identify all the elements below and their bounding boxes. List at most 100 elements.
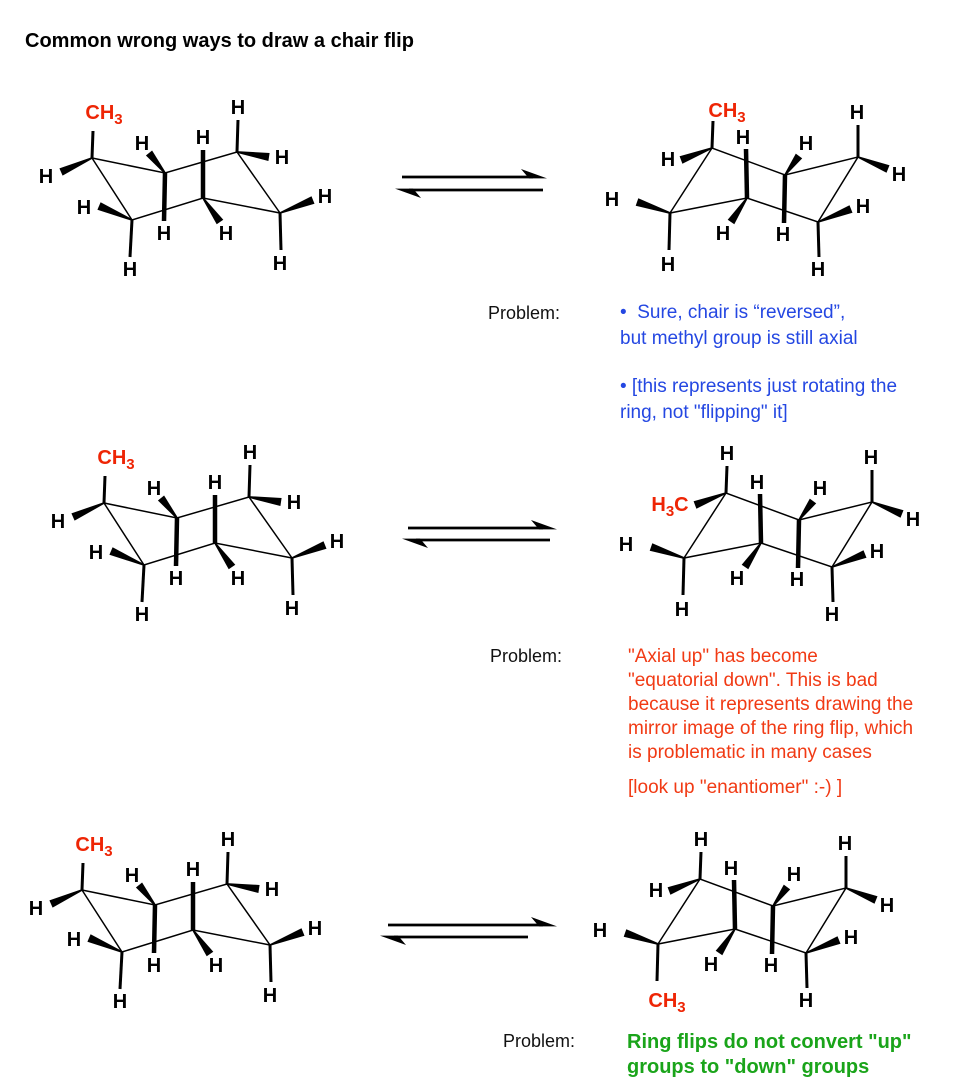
atom-label: H — [813, 478, 827, 500]
atom-label: H — [196, 127, 210, 149]
atom-label: H — [870, 541, 884, 563]
wedge-bond — [831, 550, 867, 568]
atom-label: H — [864, 447, 878, 469]
bond — [781, 174, 788, 224]
cyclohexane-ring — [102, 496, 294, 566]
problem-text-line: [look up "enantiomer" :-) ] — [628, 777, 843, 798]
wedge-bond — [715, 928, 736, 956]
wedge-bond — [784, 153, 803, 176]
atom-label: H — [730, 568, 744, 590]
bond — [90, 130, 95, 159]
atom-label: H — [724, 858, 738, 880]
cyclohexane-ring — [656, 878, 848, 954]
wedge-bond — [214, 542, 236, 570]
atom-label: H — [661, 149, 675, 171]
atom-label: H — [265, 879, 279, 901]
atom-label: H — [186, 859, 200, 881]
atom-label: H — [273, 253, 287, 275]
atom-label: H — [209, 955, 223, 977]
atom-label: H — [776, 224, 790, 246]
bond — [80, 862, 85, 891]
atom-label: H — [135, 604, 149, 626]
atom-label: H — [716, 223, 730, 245]
wedge-bond — [623, 929, 659, 945]
atom-label: H — [275, 147, 289, 169]
atom-label: H — [720, 443, 734, 465]
atom-label: H — [231, 568, 245, 590]
bond — [102, 475, 107, 504]
arrow-head-reverse — [395, 188, 421, 198]
methyl-label: CH3 — [708, 100, 745, 126]
problem-text-line: Ring flips do not convert "up" — [627, 1031, 912, 1053]
cyclohexane-ring — [80, 883, 272, 953]
atom-label: H — [764, 955, 778, 977]
problem-paragraph: [look up "enantiomer" :-) ] — [628, 776, 913, 800]
atom-label: H — [169, 568, 183, 590]
atom-label: H — [787, 864, 801, 886]
bond — [757, 493, 764, 544]
bond — [151, 904, 158, 954]
atom-label: H — [89, 542, 103, 564]
atom-label: H — [308, 918, 322, 940]
problem-text-line: mirror image of the ring flip, which — [628, 718, 914, 739]
atom-label: H — [243, 442, 257, 464]
atom-label: H — [318, 186, 332, 208]
wedge-bond — [236, 151, 270, 161]
wedge-bond — [109, 547, 145, 566]
methyl-label: CH3 — [75, 834, 112, 860]
atom-label: H — [619, 534, 633, 556]
bond — [128, 219, 134, 258]
atom-label: H — [135, 133, 149, 155]
problem-text-row1: • Sure, chair is “reversed”,but methyl g… — [620, 300, 897, 426]
problem-label-row3: Problem: — [503, 1031, 576, 1051]
wedge-bond — [817, 205, 853, 223]
wedge-bond — [845, 887, 878, 904]
problem-label-row1: Problem: — [488, 303, 561, 323]
bond — [698, 851, 703, 880]
problem-text-line: is problematic in many cases — [628, 742, 872, 763]
problem-paragraph: Ring flips do not convert "up"groups to … — [627, 1030, 912, 1080]
atom-label: H — [856, 196, 870, 218]
atom-label: H — [790, 569, 804, 591]
page-title: Common wrong ways to draw a chair flip — [25, 30, 414, 52]
cyclohexane-ring — [90, 151, 282, 221]
atom-label: H — [799, 133, 813, 155]
bond — [769, 905, 776, 955]
atom-label: H — [892, 164, 906, 186]
wedge-bond — [772, 884, 791, 907]
arrow-head-forward — [521, 169, 547, 179]
wedge-bond — [727, 197, 748, 225]
problem-text-line: because it represents drawing the — [628, 694, 914, 715]
atom-label: H — [219, 223, 233, 245]
problem-text-line: but methyl group is still axial — [620, 328, 858, 349]
wedge-bond — [97, 202, 133, 221]
equilibrium-arrow-row1 — [395, 169, 547, 198]
equilibrium-arrow-row2 — [402, 520, 557, 548]
bond — [743, 148, 750, 199]
atom-label: H — [123, 259, 137, 281]
wedge-bond — [226, 883, 260, 893]
wedge-bond — [71, 502, 105, 521]
atom-label: H — [880, 895, 894, 917]
bond — [140, 564, 146, 603]
atom-label: H — [838, 833, 852, 855]
atom-label: H — [77, 197, 91, 219]
atom-label: H — [147, 955, 161, 977]
bond — [278, 212, 283, 251]
atom-label: H — [811, 259, 825, 281]
wedge-bond — [279, 196, 315, 214]
atom-label: H — [263, 985, 277, 1007]
problem-text-row2: "Axial up" has become"equatorial down". … — [628, 645, 913, 800]
bond — [681, 557, 686, 596]
wedge-bond — [157, 495, 178, 519]
wedge-bond — [269, 928, 305, 946]
wedge-bond — [798, 498, 817, 521]
bond — [225, 851, 230, 885]
wedge-bond — [805, 936, 841, 954]
atom-label: H — [850, 102, 864, 124]
